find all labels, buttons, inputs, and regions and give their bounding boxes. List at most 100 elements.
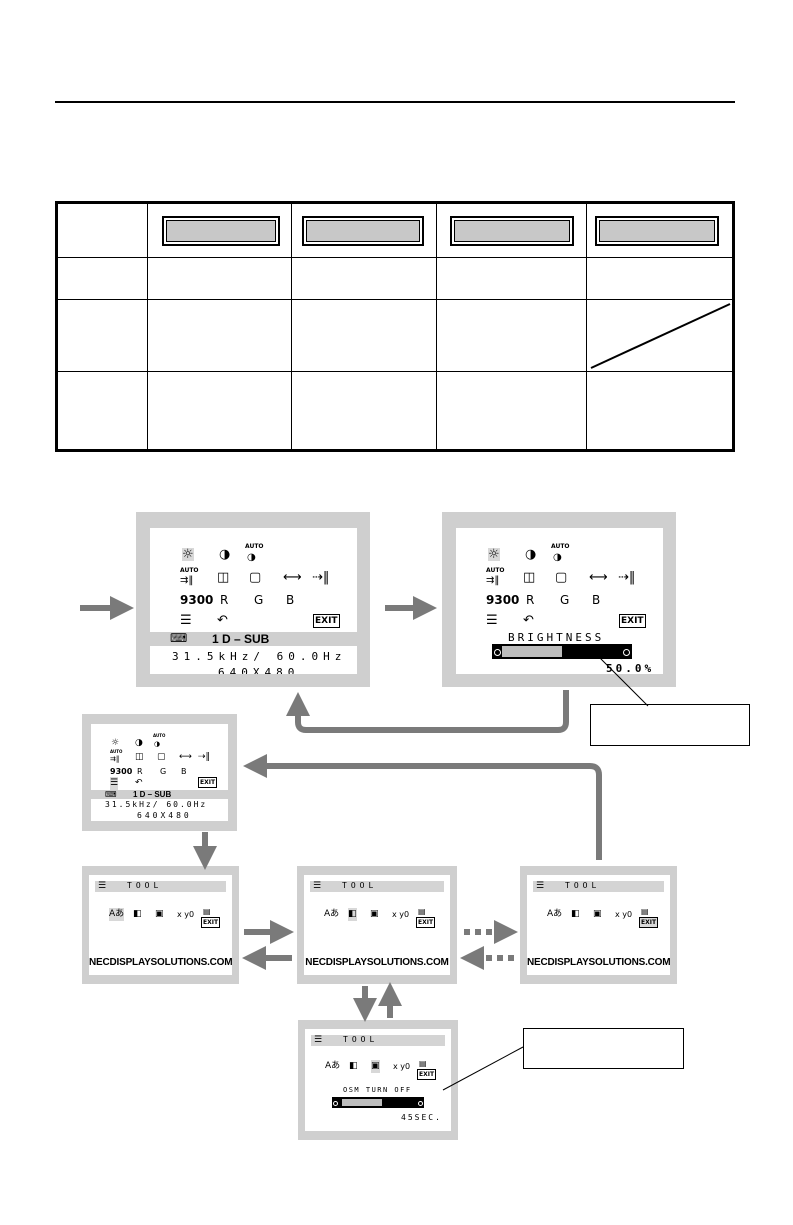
auto-contrast-label: AUTO	[153, 733, 166, 738]
website-url: NECDISPLAYSOLUTIONS.COM	[89, 957, 232, 968]
auto-adjust-label: AUTO	[110, 749, 123, 754]
brightness-callout	[590, 704, 750, 746]
osm-position-icon[interactable]: ◧	[348, 908, 357, 921]
exit-icon[interactable]: EXIT	[416, 917, 436, 928]
red-icon[interactable]: R	[220, 593, 229, 607]
auto-contrast-icon[interactable]: ◑	[154, 740, 161, 748]
osm-turnoff-icon[interactable]: ▣	[155, 909, 164, 919]
tool-icon: ☰	[98, 881, 107, 891]
auto-adjust-icon[interactable]: ⇉‖	[486, 575, 500, 586]
keyboard-icon: ⌨	[170, 631, 188, 645]
v-position-icon[interactable]: ▢	[249, 570, 262, 585]
info-icon[interactable]: ▤	[418, 907, 426, 916]
osm-position-icon[interactable]: ◧	[349, 1061, 358, 1071]
language-icon[interactable]: Aあ	[324, 909, 340, 919]
auto-adjust-icon[interactable]: ⇉‖	[180, 575, 194, 586]
control-key-2[interactable]	[302, 216, 424, 246]
table-divider	[58, 371, 732, 372]
info-icon[interactable]: ▤	[641, 907, 649, 916]
website-url: NECDISPLAYSOLUTIONS.COM	[305, 957, 449, 968]
tool-icon[interactable]: ☰	[486, 613, 498, 628]
color-preset-icon[interactable]: 9300	[486, 593, 520, 607]
green-icon[interactable]: G	[560, 593, 570, 607]
tool-icon[interactable]: ☰	[110, 777, 119, 790]
contrast-icon[interactable]: ◑	[135, 738, 143, 748]
brightness-icon[interactable]: ☼	[111, 738, 120, 748]
info-icon[interactable]: ▤	[419, 1059, 427, 1068]
fine-icon[interactable]: ⇢‖	[618, 570, 636, 585]
color-preset-icon[interactable]: 9300	[110, 767, 133, 776]
input-status-bar	[150, 632, 357, 646]
osd-turnoff: ☰ TOOL Aあ ◧ ▣ x y0 ▤ EXIT OSM TURN OFF 4…	[298, 1020, 458, 1140]
language-icon[interactable]: Aあ	[547, 909, 563, 919]
blue-icon[interactable]: B	[286, 593, 295, 607]
h-size-icon[interactable]: ⟷	[283, 570, 302, 585]
red-icon[interactable]: R	[526, 593, 535, 607]
control-key-3[interactable]	[450, 216, 574, 246]
green-icon[interactable]: G	[254, 593, 264, 607]
h-position-icon[interactable]: ◫	[217, 570, 230, 585]
contrast-icon[interactable]: ◑	[219, 547, 231, 562]
turnoff-bar-fill	[342, 1099, 382, 1106]
color-preset-icon[interactable]: 9300	[180, 593, 214, 607]
osm-turnoff-icon[interactable]: ▣	[593, 909, 602, 919]
osm-position-icon[interactable]: ◧	[133, 909, 142, 919]
exit-icon[interactable]: EXIT	[313, 614, 340, 628]
turnoff-label: OSM TURN OFF	[343, 1086, 412, 1094]
v-position-icon[interactable]: ▢	[555, 570, 568, 585]
control-key-1[interactable]	[162, 216, 280, 246]
exit-icon[interactable]: EXIT	[639, 917, 659, 928]
language-icon[interactable]: Aあ	[325, 1061, 341, 1071]
exit-icon[interactable]: EXIT	[417, 1069, 437, 1080]
exit-icon[interactable]: EXIT	[619, 614, 646, 628]
osd-tool-2: ☰ TOOL Aあ ◧ ▣ x y0 ▤ EXIT NECDISPLAYSOLU…	[297, 866, 457, 984]
h-size-icon[interactable]: ⟷	[179, 752, 192, 762]
v-position-icon[interactable]: ▢	[157, 752, 166, 762]
table-divider	[58, 299, 732, 300]
h-position-icon[interactable]: ◫	[135, 752, 144, 762]
contrast-icon[interactable]: ◑	[525, 547, 537, 562]
frequency-readout: 31.5kHz/ 60.0Hz	[172, 650, 347, 663]
osm-lockout-icon[interactable]: x y0	[392, 910, 410, 919]
tool-icon: ☰	[314, 1035, 323, 1045]
osm-turnoff-icon[interactable]: ▣	[371, 1060, 380, 1073]
osm-lockout-icon[interactable]: x y0	[177, 910, 195, 919]
auto-contrast-icon[interactable]: ◑	[553, 552, 562, 563]
exit-icon[interactable]: EXIT	[201, 917, 221, 928]
h-position-icon[interactable]: ◫	[523, 570, 536, 585]
tool-title: TOOL	[343, 1035, 379, 1044]
osm-turnoff-icon[interactable]: ▣	[370, 909, 379, 919]
auto-adjust-label: AUTO	[180, 567, 199, 574]
h-size-icon[interactable]: ⟷	[589, 570, 608, 585]
brightness-icon[interactable]: ☼	[182, 547, 194, 562]
brightness-leader-line	[595, 653, 649, 707]
reset-icon[interactable]: ↶	[135, 778, 143, 788]
blue-icon[interactable]: B	[592, 593, 601, 607]
osm-position-icon[interactable]: ◧	[571, 909, 580, 919]
red-icon[interactable]: R	[137, 767, 143, 776]
osm-lockout-icon[interactable]: x y0	[393, 1062, 411, 1071]
control-table	[55, 201, 735, 452]
auto-contrast-icon[interactable]: ◑	[247, 552, 256, 563]
language-icon[interactable]: Aあ	[109, 908, 125, 921]
tool-icon[interactable]: ☰	[180, 613, 192, 628]
input-label: 1 D – SUB	[212, 632, 270, 646]
green-icon[interactable]: G	[160, 767, 167, 776]
auto-adjust-icon[interactable]: ⇉‖	[110, 755, 120, 763]
osm-lockout-icon[interactable]: x y0	[615, 910, 633, 919]
control-key-4[interactable]	[595, 216, 719, 246]
osd-main-menu: ☼ ◑ AUTO ◑ AUTO ⇉‖ ◫ ▢ ⟷ ⇢‖ 9300 R G B ☰…	[136, 512, 370, 687]
plus-icon	[418, 1100, 423, 1106]
fine-icon[interactable]: ⇢‖	[312, 570, 330, 585]
fine-icon[interactable]: ⇢‖	[198, 752, 211, 762]
brightness-icon[interactable]: ☼	[488, 547, 500, 562]
tool-icon: ☰	[313, 881, 322, 891]
reset-icon[interactable]: ↶	[217, 613, 228, 628]
blue-icon[interactable]: B	[181, 767, 187, 776]
exit-icon[interactable]: EXIT	[198, 777, 218, 788]
turnoff-bar[interactable]	[332, 1097, 424, 1108]
info-icon[interactable]: ▤	[203, 907, 211, 916]
tool-header	[311, 1035, 445, 1046]
reset-icon[interactable]: ↶	[523, 613, 534, 628]
